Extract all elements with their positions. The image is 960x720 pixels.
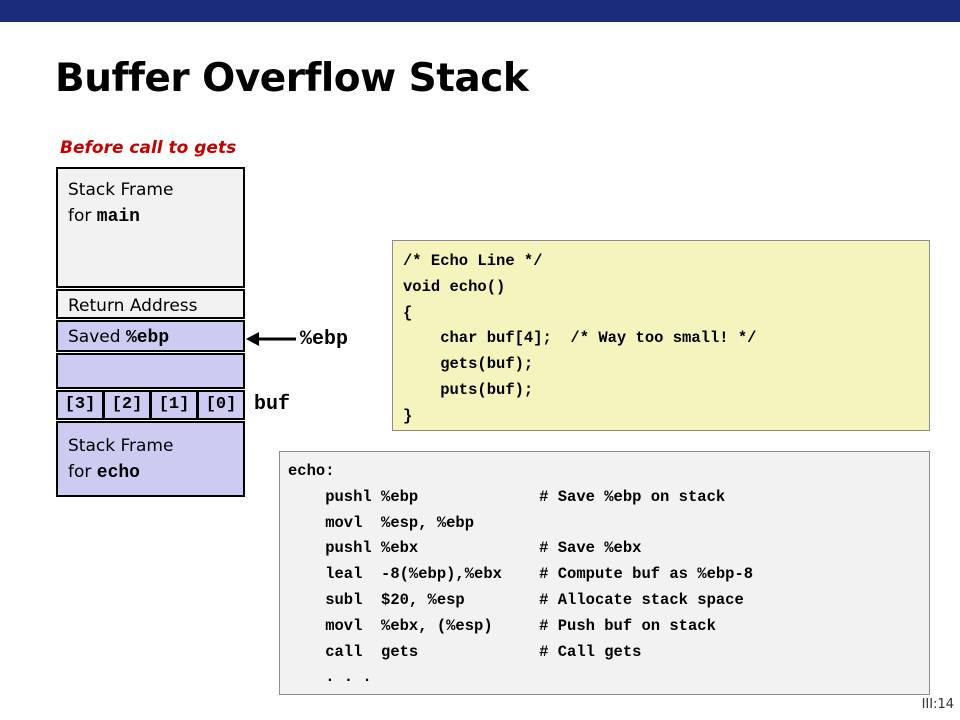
buf-cell-3: [3] xyxy=(56,390,104,420)
stack-frame-main: Stack Frame for main xyxy=(56,167,245,288)
stack-frame-echo-label: Stack Frame for echo xyxy=(68,433,173,486)
c-code-line: void echo() xyxy=(403,277,506,296)
top-banner xyxy=(0,0,960,22)
stack-frame-echo-fn: echo xyxy=(96,463,140,483)
asm-code-line: call gets # Call gets xyxy=(288,642,642,661)
asm-code-line: . . . xyxy=(288,668,372,687)
return-address-label: Return Address xyxy=(68,296,198,316)
saved-ebp-register: %ebp xyxy=(125,328,170,348)
c-code-line: char buf[4]; /* Way too small! */ xyxy=(403,329,757,348)
stack-frame-main-for: for xyxy=(68,206,97,226)
asm-code-line: leal -8(%ebp),%ebx # Compute buf as %ebp… xyxy=(288,565,754,584)
ebp-arrow-icon xyxy=(246,332,296,346)
stack-frame-main-line2: for main xyxy=(68,203,173,230)
c-code-line: { xyxy=(403,303,413,322)
stack-frame-main-label: Stack Frame for main xyxy=(68,177,173,230)
saved-ebp-prefix: Saved xyxy=(68,327,126,347)
buf-cell-2: [2] xyxy=(104,390,151,420)
stack-frame-echo-line1: Stack Frame xyxy=(68,436,174,456)
page-title: Buffer Overflow Stack xyxy=(55,56,529,101)
buf-cell-1: [1] xyxy=(151,390,198,420)
asm-code-line: pushl %ebx # Save %ebx xyxy=(288,539,642,558)
diagram-subtitle: Before call to gets xyxy=(60,138,237,158)
asm-code-box: echo: pushl %ebp # Save %ebp on stack mo… xyxy=(279,451,930,695)
stack-frame-main-line1: Stack Frame xyxy=(68,180,174,200)
stack-frame-echo: Stack Frame for echo xyxy=(56,421,245,497)
buf-cell-0: [0] xyxy=(198,390,245,420)
buf-pointer-label: buf xyxy=(254,393,291,416)
stack-saved-ebp: Saved %ebp xyxy=(56,320,245,352)
stack-return-address: Return Address xyxy=(56,289,245,319)
asm-code-line: echo: xyxy=(288,462,335,480)
stack-frame-echo-line2: for echo xyxy=(68,459,173,486)
stack-buf-cells: [3] [2] [1] [0] xyxy=(56,390,245,420)
asm-code-line: subl $20, %esp # Allocate stack space xyxy=(288,590,744,609)
c-code-line: puts(buf); xyxy=(403,380,534,399)
ebp-pointer-label: %ebp xyxy=(300,328,349,351)
saved-ebp-label: Saved %ebp xyxy=(68,324,169,351)
c-code-line: /* Echo Line */ xyxy=(403,252,543,270)
asm-code-line: movl %esp, %ebp xyxy=(288,513,475,532)
c-code-box: /* Echo Line */ void echo() { char buf[4… xyxy=(392,240,930,431)
asm-code-line: pushl %ebp # Save %ebp on stack xyxy=(288,487,726,506)
stack-frame-main-fn: main xyxy=(96,207,140,227)
slide-number: III:14 xyxy=(921,697,954,712)
stack-unused-slot xyxy=(56,353,245,389)
c-code-line: gets(buf); xyxy=(403,355,534,374)
asm-code-line: movl %ebx, (%esp) # Push buf on stack xyxy=(288,616,716,635)
stack-frame-echo-for: for xyxy=(68,462,97,482)
c-code-line: } xyxy=(403,406,413,425)
